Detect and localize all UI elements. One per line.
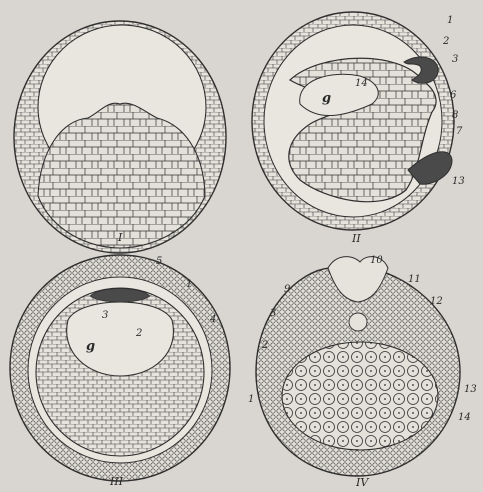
panel-IV-label-13: 13 [464,384,477,395]
panel-II-label-13: 13 [452,176,465,187]
panel-II-label-8: 8 [452,110,458,121]
panel-III-label-3: 3 [102,310,108,321]
panel-IV-roman-label: IV [355,476,369,489]
panel-III: g 5 1 3 2 4 III [10,255,230,488]
panel-II-roman-label: II [351,232,361,245]
panel-III-label-2: 2 [135,328,142,339]
panel-IV-label-11: 11 [408,274,421,285]
panel-II-label-7: 7 [456,126,463,137]
panel-II-label-14: 14 [355,78,368,89]
panel-IV-notochord [349,313,367,331]
panel-II-label-1: 1 [447,15,453,26]
panel-III-roman-label: III [109,475,124,488]
panel-IV-label-3: 3 [270,308,276,319]
panel-I-roman-label: I [117,231,123,244]
panel-II-label-2: 2 [442,36,449,47]
panel-IV-label-2: 2 [261,340,268,351]
panel-IV-label-10: 10 [370,255,383,266]
panel-II-label-6: 6 [450,90,457,101]
panel-II-cavity-label: g [322,91,331,106]
panel-II: g 1 2 3 6 14 8 7 13 II [252,12,465,245]
panel-IV-label-9: 9 [284,284,291,295]
panel-II-label-3: 3 [452,54,458,65]
panel-III-label-1: 1 [186,279,192,290]
panel-I: I [14,21,226,253]
panel-IV: 10 11 9 12 3 2 1 13 14 IV [248,255,477,489]
panel-IV-yolk-mass [282,342,438,450]
panel-III-label-5: 5 [156,256,162,267]
panel-III-cavity-label: g [86,339,95,354]
panel-IV-label-14: 14 [458,412,471,423]
panel-III-label-4: 4 [209,314,216,325]
panel-IV-label-1: 1 [248,394,254,405]
panel-IV-label-12: 12 [430,296,443,307]
